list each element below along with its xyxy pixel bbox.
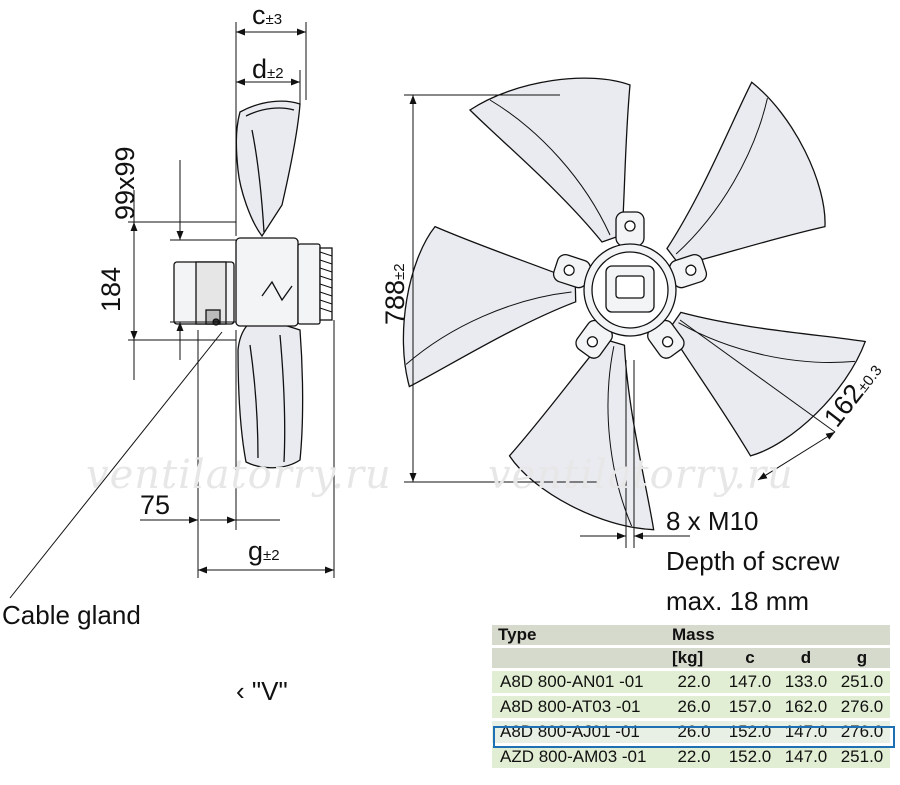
screws-label: 8 x M10	[666, 506, 759, 536]
watermark-right: ventilatorry.ru	[488, 452, 794, 498]
side-dimensions	[9, 22, 335, 599]
dim-g: g±2	[248, 536, 280, 566]
dim-99x99: 99x99	[110, 146, 140, 220]
spec-table: Type Mass [kg] c d g A8D 800-AN01 -01 22…	[492, 622, 890, 771]
front-view	[378, 71, 885, 557]
col-mass-unit: [kg]	[666, 648, 722, 668]
dim-c: c±3	[252, 0, 283, 30]
table-row: A8D 800-AN01 -01 22.0 147.0 133.0 251.0	[492, 671, 890, 693]
col-d: d	[778, 648, 834, 668]
view-v-label: ‹ "V"	[236, 676, 288, 706]
col-c: c	[722, 648, 778, 668]
dim-d: d±2	[252, 54, 284, 84]
table-header-row-2: [kg] c d g	[492, 648, 890, 668]
col-mass: Mass	[666, 625, 722, 645]
screw-depth-line2: max. 18 mm	[666, 586, 810, 616]
col-type: Type	[492, 625, 666, 645]
table-row: A8D 800-AT03 -01 26.0 157.0 162.0 276.0	[492, 696, 890, 718]
dim-75: 75	[140, 490, 171, 520]
table-header-row: Type Mass	[492, 625, 890, 645]
selected-row-highlight	[493, 726, 895, 748]
screw-depth-line1: Depth of screw	[666, 546, 840, 576]
dim-184: 184	[96, 266, 126, 312]
cable-gland-label: Cable gland	[2, 600, 141, 630]
front-dimensions	[404, 94, 836, 548]
col-g: g	[834, 648, 890, 668]
dim-788: 788±2	[380, 263, 410, 325]
table-row: AZD 800-AM03 -01 22.0 152.0 147.0 251.0	[492, 746, 890, 768]
watermark-left: ventilatorry.ru	[86, 452, 392, 498]
side-view	[173, 100, 333, 469]
